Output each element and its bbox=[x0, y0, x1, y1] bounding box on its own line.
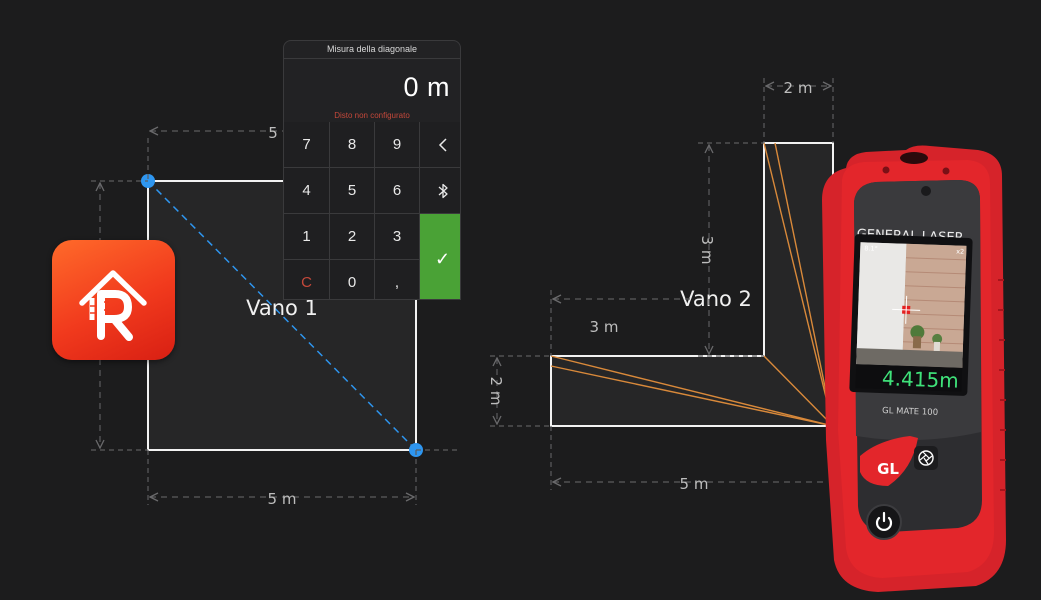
screen-zoom-readout: x2 bbox=[956, 248, 964, 256]
room-1-bottom-dimension: 5 m bbox=[268, 490, 297, 508]
room-2-left-horizontal-dimension: 3 m bbox=[590, 318, 619, 336]
key-9[interactable]: 9 bbox=[375, 122, 419, 167]
backspace-button[interactable] bbox=[420, 122, 460, 167]
room-1-top-dimension: 5 bbox=[268, 124, 278, 142]
keypad-divider bbox=[284, 58, 460, 59]
comma-key[interactable]: , bbox=[375, 260, 419, 299]
room-2-top-dimension: 2 m bbox=[784, 79, 813, 97]
room-2-diagonals bbox=[550, 142, 834, 427]
keypad-title: Misura della diagonale bbox=[326, 44, 418, 54]
room-1-dimensions bbox=[91, 131, 460, 505]
keypad-value-display: 0 m bbox=[403, 72, 450, 102]
screen-angle-readout: 8.1° bbox=[864, 244, 878, 252]
power-button[interactable] bbox=[866, 504, 902, 540]
distance-reading: 4.415m bbox=[882, 366, 960, 393]
device-model: GL MATE 100 bbox=[882, 406, 938, 418]
room-2-label[interactable]: Vano 2 bbox=[680, 287, 752, 311]
key-8[interactable]: 8 bbox=[330, 122, 374, 167]
room-2-dimensions bbox=[490, 78, 834, 490]
laser-distance-meter: GENERAL LASER 8.1° x2 4.415m bbox=[822, 145, 1006, 592]
key-0[interactable]: 0 bbox=[330, 260, 374, 299]
camera-button[interactable] bbox=[914, 446, 938, 470]
diagonal-keypad-dialog[interactable]: Misura della diagonale 0 m Disto non con… bbox=[283, 40, 461, 300]
room-1-diagonal bbox=[147, 180, 417, 451]
bluetooth-button[interactable] bbox=[420, 168, 460, 213]
key-2[interactable]: 2 bbox=[330, 214, 374, 259]
device-screen: 8.1° x2 4.415m bbox=[849, 234, 973, 396]
camera-aperture-icon bbox=[918, 450, 934, 466]
clear-button[interactable]: C bbox=[284, 260, 329, 299]
power-icon bbox=[875, 511, 893, 531]
keypad-status-message: Disto non configurato bbox=[334, 111, 410, 120]
bluetooth-icon bbox=[438, 183, 448, 198]
house-ruler-r-icon bbox=[79, 270, 147, 341]
key-1[interactable]: 1 bbox=[284, 214, 329, 259]
device-logo: GL bbox=[877, 460, 899, 478]
chevron-left-icon bbox=[438, 137, 447, 152]
room-2-bottom-dimension: 5 m bbox=[680, 475, 709, 493]
key-7[interactable]: 7 bbox=[284, 122, 329, 167]
key-3[interactable]: 3 bbox=[375, 214, 419, 259]
room-2-right-vertical-dimension: 3 m bbox=[698, 236, 716, 265]
key-6[interactable]: 6 bbox=[375, 168, 419, 213]
app-icon[interactable] bbox=[52, 240, 175, 360]
room-2[interactable]: Vano 2 bbox=[550, 142, 834, 427]
key-5[interactable]: 5 bbox=[330, 168, 374, 213]
room-1-label[interactable]: Vano 1 bbox=[246, 296, 318, 320]
room-2-left-vertical-dimension: 2 m bbox=[487, 377, 505, 406]
measure-button[interactable] bbox=[860, 436, 918, 486]
keypad-grid: 7 8 9 4 5 6 1 2 3 ✓ C 0 , bbox=[284, 122, 460, 299]
confirm-button[interactable]: ✓ bbox=[420, 214, 460, 299]
key-4[interactable]: 4 bbox=[284, 168, 329, 213]
